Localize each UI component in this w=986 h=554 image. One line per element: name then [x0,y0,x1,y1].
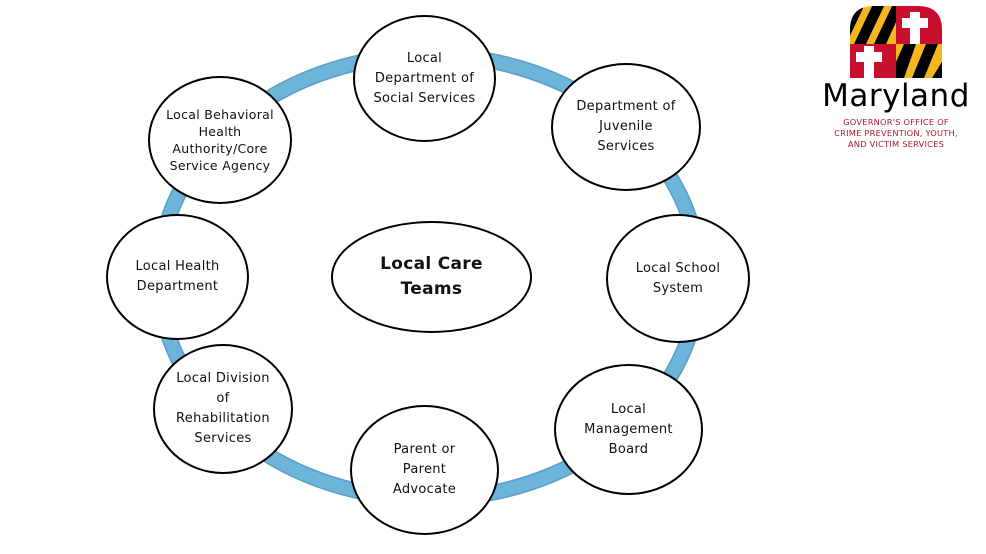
node-parent-advocate: Parent or Parent Advocate [350,405,499,535]
node-label-line: System [652,280,704,296]
node-rehabilitation-services: Local Division of Rehabilitation Service… [153,344,293,474]
node-label-line: of [216,391,230,406]
center-node-line: Teams [400,279,463,299]
node-label-line: Parent [402,462,447,477]
node-health-department: Local Health Department [106,214,249,340]
node-label-line: Local Behavioral [166,107,274,122]
node-label-line: Juvenile [599,119,653,134]
logo-subtitle-line: AND VICTIM SERVICES [847,139,945,149]
maryland-flag-icon [850,6,942,78]
node-label-line: Department [136,279,219,294]
node-label-line: Board [608,441,649,457]
center-node-local-care-teams: Local Care Teams [331,221,532,333]
node-label-line: Authority/Core [172,141,268,156]
node-label-line: Local Division [176,371,270,386]
node-label-line: Service Agency [169,158,271,173]
node-label-line: Services [194,431,252,446]
node-label-line: Local Health [135,259,220,274]
node-label-line: Advocate [392,482,457,497]
node-management-board: Local Management Board [554,364,703,495]
node-label-line: Local [406,50,443,66]
node-social-services: Local Department of Social Services [353,15,496,142]
node-label-line: Rehabilitation [176,411,270,426]
node-label-line: Department of [374,70,475,86]
node-label-line: Social Services [373,90,476,106]
logo-wordmark: Maryland [822,78,970,114]
node-label-line: Local [610,401,647,417]
logo-subtitle-line: CRIME PREVENTION, YOUTH, [834,128,958,138]
node-label-line: Department of [576,99,676,114]
node-label-line: Services [597,139,655,154]
node-school-system: Local School System [606,214,750,343]
node-label-line: Health [198,124,242,139]
maryland-logo: Maryland GOVERNOR'S OFFICE OF CRIME PREV… [808,2,984,157]
node-label-line: Parent or [393,442,456,457]
node-behavioral-health: Local Behavioral Health Authority/Core S… [148,76,292,204]
center-node-line: Local Care [380,254,483,274]
logo-subtitle-line: GOVERNOR'S OFFICE OF [843,117,949,127]
node-juvenile-services: Department of Juvenile Services [551,63,701,191]
logo-subtitle: GOVERNOR'S OFFICE OF CRIME PREVENTION, Y… [808,117,984,150]
node-label-line: Local School [635,260,721,276]
node-label-line: Management [584,421,673,437]
